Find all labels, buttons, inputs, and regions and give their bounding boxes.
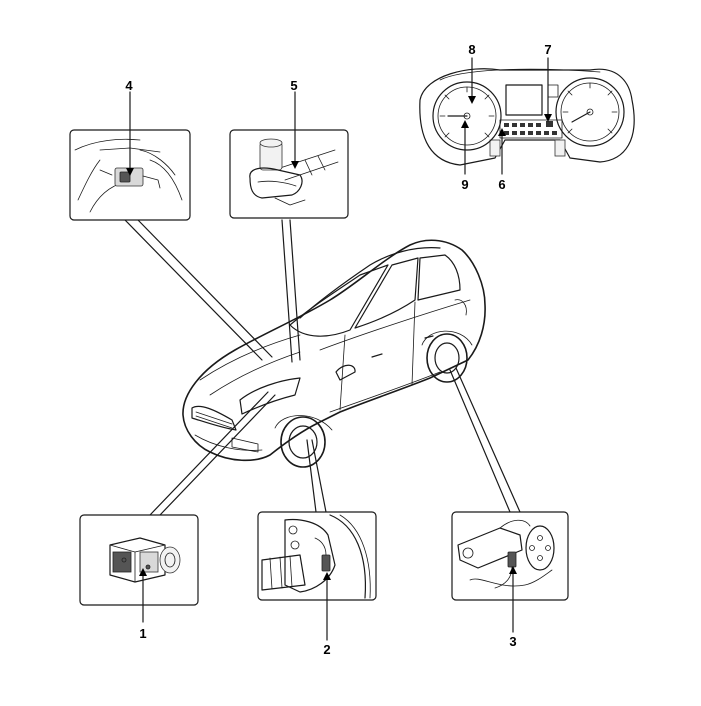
inset-box-2	[257, 511, 377, 641]
speedo-ticks	[562, 82, 618, 134]
callout-7: 7	[544, 42, 551, 57]
sedan-car	[182, 239, 486, 468]
warning-lamps	[504, 121, 557, 135]
callout-1: 1	[139, 626, 146, 641]
inset-box-5	[229, 91, 349, 219]
callout-labels: 1 2 3 4 5 6 7 8 9	[125, 42, 551, 657]
callout-5: 5	[290, 78, 297, 93]
inset-box-4	[69, 91, 191, 221]
callout-8: 8	[468, 42, 475, 57]
callout-6: 6	[498, 177, 505, 192]
tach-ticks	[439, 86, 495, 138]
inset-box-1	[79, 514, 199, 623]
inset-box-3	[451, 511, 569, 633]
instrument-cluster	[419, 57, 635, 175]
leader-lines	[124, 219, 521, 516]
callout-4: 4	[125, 78, 133, 93]
callout-9: 9	[461, 177, 468, 192]
callout-3: 3	[509, 634, 516, 649]
callout-2: 2	[323, 642, 330, 657]
